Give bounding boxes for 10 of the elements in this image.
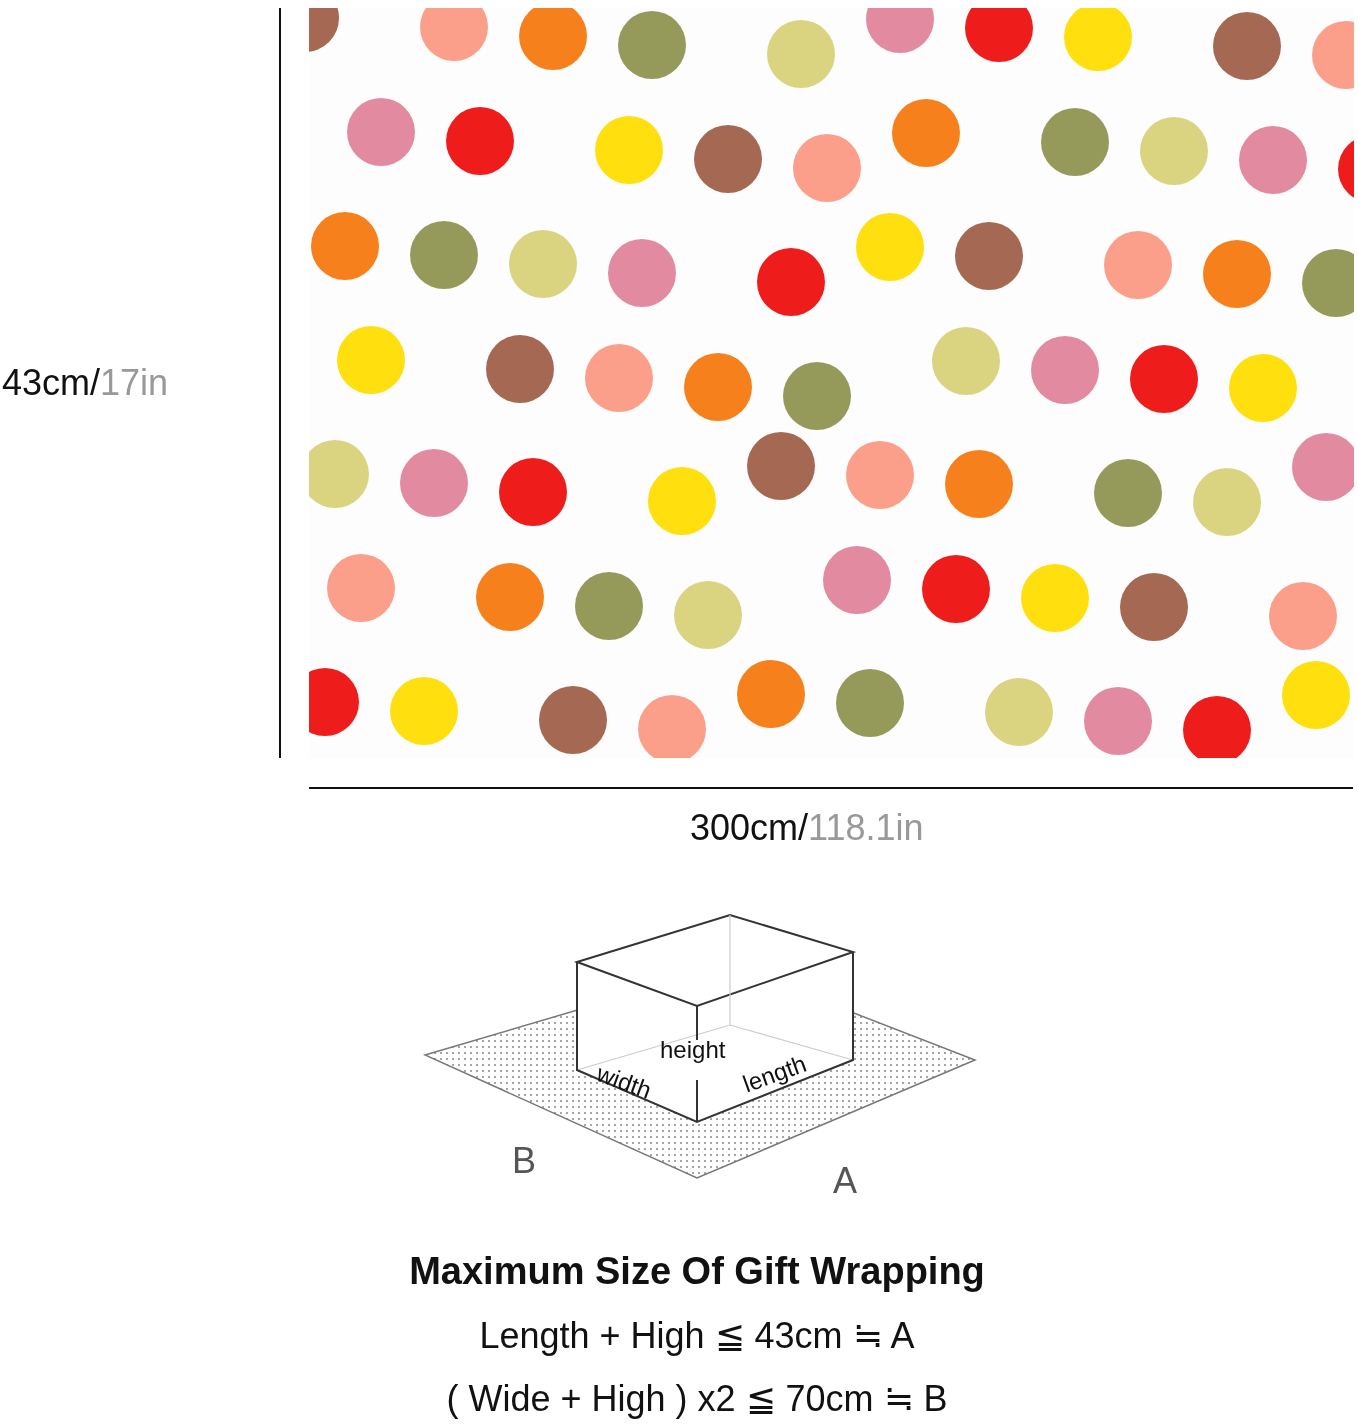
formula-text: ( Wide + High ) x2 ≦ 70cm ≒ B [446,1378,948,1420]
heading: Maximum Size Of Gift Wrapping [409,1250,985,1293]
formula-text: Length + High ≦ 43cm ≒ A [479,1315,915,1357]
dimension-label: 43cm/17in [2,362,169,404]
sheet-side-label: A [833,1160,857,1202]
dimension-label: width [592,1059,656,1105]
dimension-label: 300cm/118.1in [690,807,924,849]
dimension-label: length [739,1049,811,1099]
dimension-label: height [660,1036,726,1064]
sheet-side-label: B [512,1140,536,1182]
